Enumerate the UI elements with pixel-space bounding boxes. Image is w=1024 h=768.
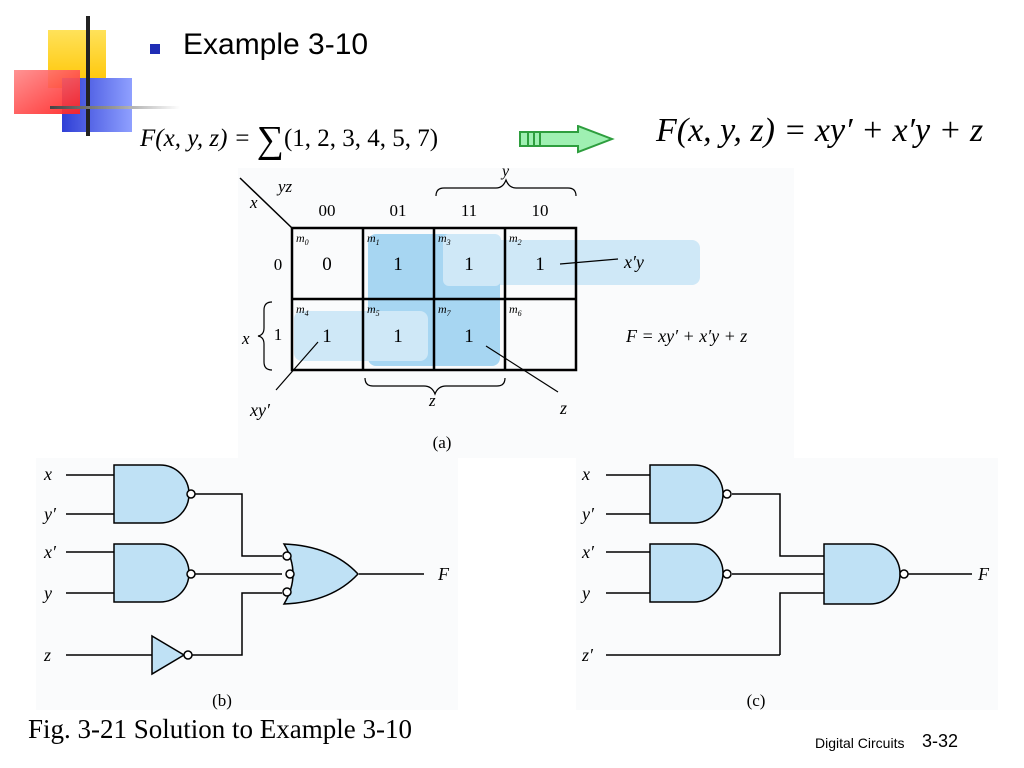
input-label: y′ [42, 504, 57, 524]
x-brace [257, 301, 273, 371]
nand-nand-circuit: x y′ x′ y z′ F (c) [580, 464, 990, 710]
group-xpy [436, 240, 700, 285]
not-gate [151, 634, 186, 676]
inversion-bubble [186, 569, 196, 579]
y-brace [435, 178, 577, 197]
nand-gate-output [823, 543, 901, 605]
minterm-label: m2 [509, 231, 522, 247]
inversion-bubble [285, 569, 295, 579]
inversion-bubble [722, 489, 732, 499]
kmap-equation: F = xy′ + x′y + z [625, 326, 747, 346]
term-xyp: xy′ [249, 400, 271, 420]
or-gate-inverted-inputs [282, 543, 360, 605]
cell-value: 1 [393, 254, 403, 275]
karnaugh-map: yz x y 00 01 11 10 0 1 x m0 m1 m3 m2 m4 … [239, 163, 747, 452]
output-label: F [437, 564, 450, 584]
input-label: x′ [581, 542, 595, 562]
sigma-symbol: ∑ [256, 119, 284, 161]
corner-col-var: yz [276, 177, 293, 196]
input-label: z [43, 645, 51, 665]
x-brace-label: x [241, 329, 250, 348]
slide-title: Example 3-10 [183, 28, 369, 61]
group-xyp [294, 311, 428, 361]
cell-value: 1 [322, 326, 332, 347]
y-brace-label: y [500, 168, 510, 180]
z-brace [364, 377, 506, 396]
circuit-c-sublabel: (c) [747, 691, 766, 710]
output-label: F [977, 564, 990, 584]
z-brace-label: z [428, 391, 436, 410]
col-label-01: 01 [390, 201, 407, 220]
footer-page-number: 3-32 [922, 731, 959, 751]
inversion-bubble [183, 650, 193, 660]
cell-value: 1 [393, 326, 403, 347]
input-label: z′ [581, 645, 594, 665]
inversion-bubble [282, 551, 292, 561]
term-xpy: x′y [623, 252, 644, 272]
minterm-label: m3 [438, 231, 451, 247]
simplified-formula: F(x, y, z) = xy′ + x′y + z [656, 112, 984, 149]
title-bullet [150, 44, 160, 54]
circuit-c-panel: x y′ x′ y z′ F (c) [576, 458, 998, 710]
circuit-b-sublabel: (b) [212, 691, 232, 710]
col-label-10: 10 [532, 201, 549, 220]
row-label-1: 1 [274, 325, 283, 344]
inversion-bubble [899, 569, 909, 579]
minterm-label: m5 [367, 302, 380, 318]
row-label-0: 0 [274, 255, 283, 274]
col-label-11: 11 [461, 201, 477, 220]
minterm-label: m1 [367, 231, 380, 247]
minterm-label: m6 [509, 302, 522, 318]
footer-label: Digital Circuits [815, 735, 905, 751]
corner-decoration [14, 16, 180, 136]
input-label: x′ [43, 542, 57, 562]
formula-lhs: F(x, y, z) = [140, 125, 251, 152]
nand-or-circuit: x y′ x′ y z F (b) [42, 464, 450, 710]
input-label: x [581, 464, 590, 484]
input-label: y′ [580, 504, 595, 524]
cell-value: 1 [535, 254, 545, 275]
input-label: y [580, 583, 590, 603]
inversion-bubble [186, 489, 196, 499]
inversion-bubble [282, 587, 292, 597]
corner-row-var: x [249, 193, 258, 212]
nand-gate-1 [649, 464, 724, 524]
nand-gate-2 [649, 543, 724, 603]
input-label: x [43, 464, 52, 484]
nand-gate-2 [113, 543, 190, 603]
input-label: y [42, 583, 52, 603]
col-label-00: 00 [319, 201, 336, 220]
group-overlap [443, 234, 501, 286]
circuit-b-panel: x y′ x′ y z F (b) [36, 458, 458, 710]
cell-value: 1 [464, 326, 474, 347]
cell-value: 1 [464, 254, 474, 275]
minterm-label: m7 [438, 302, 452, 318]
inversion-bubble [722, 569, 732, 579]
minterm-label: m4 [296, 302, 309, 318]
nand-gate-1 [113, 464, 190, 524]
figure-caption: Fig. 3-21 Solution to Example 3-10 [28, 714, 412, 744]
kmap-sublabel: (a) [433, 433, 452, 452]
minterm-label: m0 [296, 231, 309, 247]
kmap-panel: yz x y 00 01 11 10 0 1 x m0 m1 m3 m2 m4 … [238, 163, 794, 458]
sum-of-minterms-formula: F(x, y, z) = ∑(1, 2, 3, 4, 5, 7) [140, 118, 438, 162]
cell-value: 0 [322, 254, 332, 275]
term-z: z [559, 398, 567, 418]
right-arrow-icon [519, 125, 615, 154]
formula-minterms: (1, 2, 3, 4, 5, 7) [283, 125, 439, 152]
